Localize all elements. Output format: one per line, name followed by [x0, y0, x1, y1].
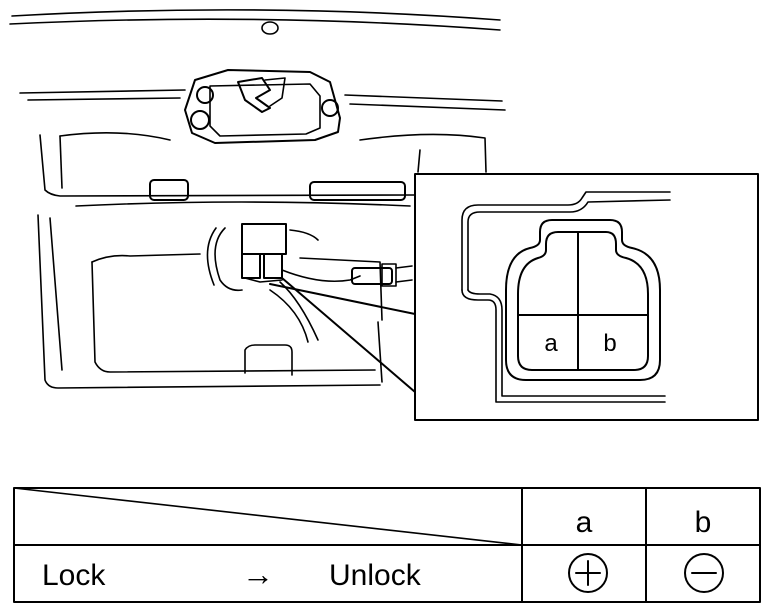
table-header-a: a	[576, 506, 593, 539]
polarity-table: a b Lock → Unlock	[13, 487, 761, 603]
terminal-a-label: a	[544, 330, 558, 357]
arrow-icon: →	[242, 556, 274, 592]
row-label-lock: Lock	[42, 559, 106, 592]
row-label-unlock: Unlock	[329, 559, 422, 592]
tailgate-panel-drawing	[9, 9, 506, 393]
minus-circle-icon	[684, 553, 724, 593]
table-header-b: b	[695, 506, 712, 539]
terminal-b-label: b	[603, 330, 616, 357]
connector-callout: a b	[414, 173, 759, 421]
header-diagonal	[13, 487, 523, 546]
plus-circle-icon	[568, 553, 608, 593]
